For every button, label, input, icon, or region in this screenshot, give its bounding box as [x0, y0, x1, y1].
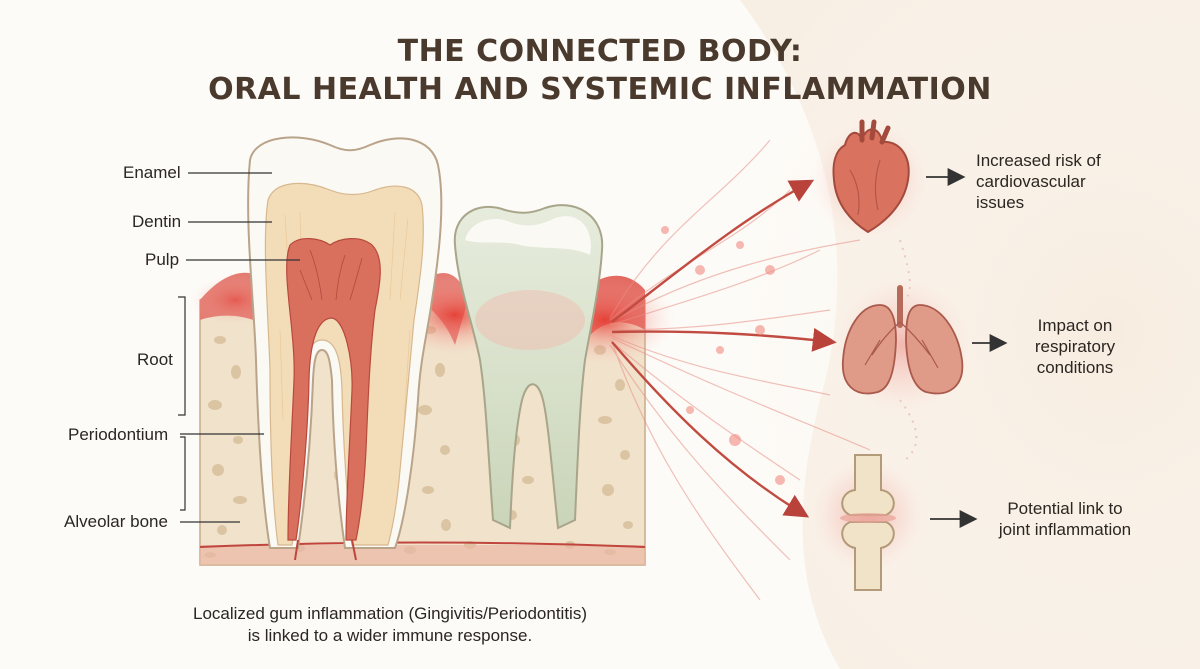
adjacent-tooth: [453, 204, 604, 530]
lungs-icon: [830, 273, 974, 417]
effect-cardiovascular: Increased risk of cardiovascular issues: [976, 151, 1101, 212]
label-alveolar-bone: Alveolar bone: [64, 512, 168, 531]
label-dentin: Dentin: [132, 212, 182, 231]
title-line-2: ORAL HEALTH AND SYSTEMIC INFLAMMATION: [208, 72, 992, 107]
inflammation-pathways: [609, 139, 871, 601]
title-line-1: THE CONNECTED BODY:: [397, 34, 803, 69]
caption-line-2: is linked to a wider immune response.: [247, 626, 533, 645]
label-leaders: [178, 172, 300, 523]
molar-cross-section: [247, 136, 443, 561]
heart-icon: [808, 118, 932, 242]
label-root: Root: [137, 350, 173, 369]
effect-arrows: [926, 168, 1008, 528]
effect-respiratory: Impact on respiratory conditions: [1034, 316, 1116, 377]
caption-line-1: Localized gum inflammation (Gingivitis/P…: [193, 604, 587, 623]
label-pulp: Pulp: [145, 250, 180, 269]
effect-joint: Potential link to joint inflammation: [998, 499, 1132, 539]
label-periodontium: Periodontium: [68, 425, 169, 444]
caption: Localized gum inflammation (Gingivitis/P…: [150, 603, 630, 647]
knee-joint-icon: [808, 454, 928, 591]
label-enamel: Enamel: [123, 163, 181, 182]
